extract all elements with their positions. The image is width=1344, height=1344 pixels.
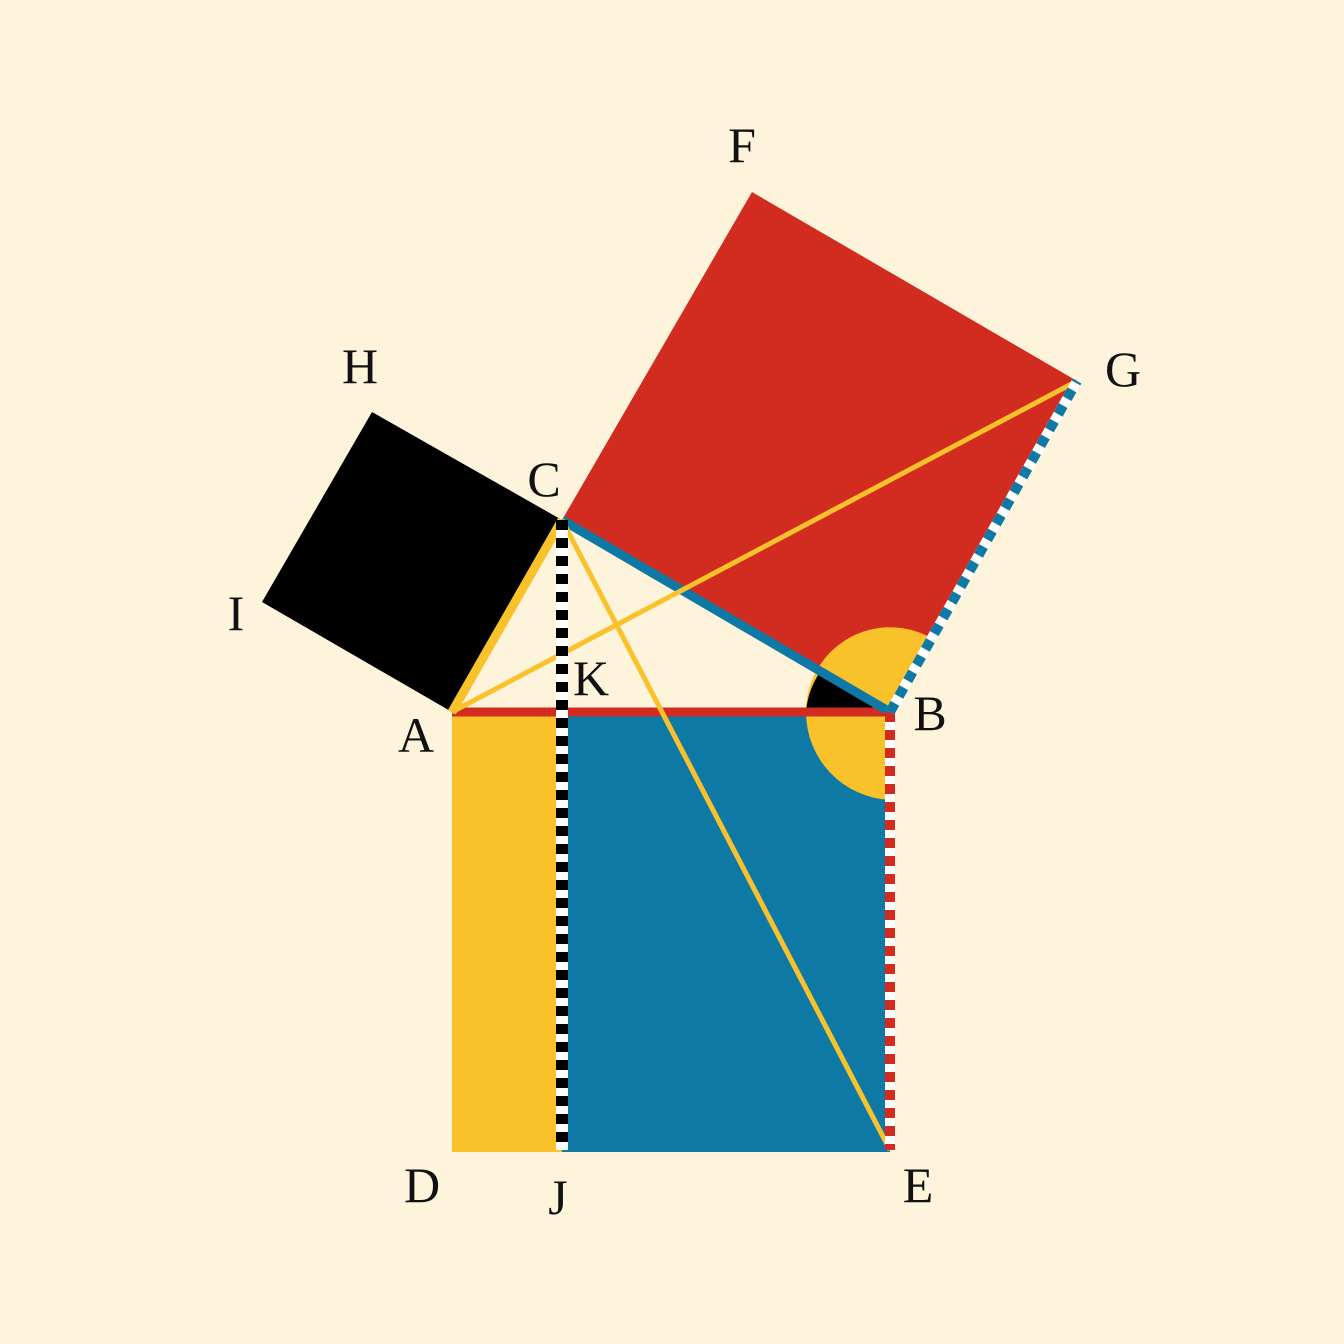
label-f: F [728,117,756,173]
square-bc [562,192,1077,712]
label-b: B [913,685,946,741]
line-ce [559,518,893,1152]
label-i: I [228,585,245,641]
label-h: H [342,338,378,394]
label-a: A [398,707,434,763]
label-c: C [527,451,560,507]
square-ac [262,412,562,712]
square-ab-left-strip [452,712,562,1152]
label-k: K [573,650,609,706]
side-bc [559,516,893,716]
side-ac [448,517,566,715]
label-g: G [1105,341,1141,397]
label-j: J [548,1169,567,1225]
label-e: E [903,1157,934,1213]
edge-bg-dashed [885,378,1082,715]
square-ab-right-rectangle [562,712,890,1152]
label-d: D [404,1157,440,1213]
